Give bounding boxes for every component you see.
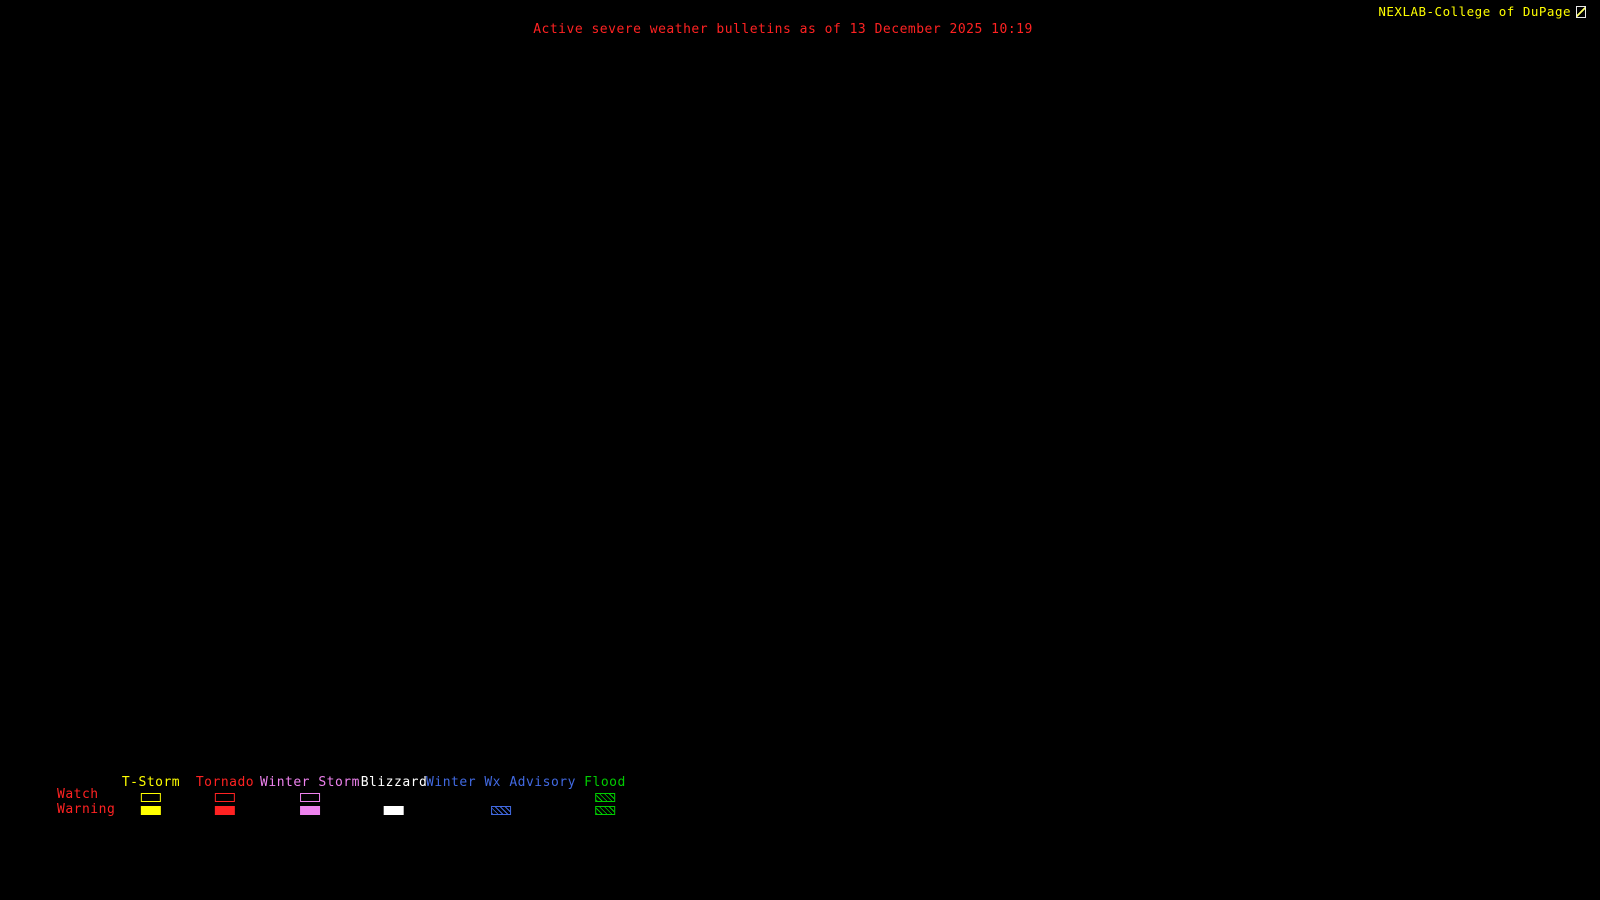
legend-column-flood: Flood (584, 776, 626, 815)
brand-text: NEXLAB-College of DuPage (1378, 4, 1571, 19)
legend-column-tstorm: T-Storm (122, 776, 180, 815)
nexlab-logo-icon (1576, 5, 1586, 18)
legend-label-winter-storm: Winter Storm (260, 775, 360, 790)
warning-swatch-winter-storm (299, 806, 320, 815)
map-title: Active severe weather bulletins as of 13… (533, 22, 1033, 37)
legend-row-label-watch: Watch (57, 787, 99, 802)
watch-swatch-flood (594, 793, 615, 802)
legend-column-tornado: Tornado (196, 776, 254, 815)
legend-label-tstorm: T-Storm (121, 775, 181, 790)
warning-swatch-tstorm (140, 806, 161, 815)
legend-label-winter-wx-advisory: Winter Wx Advisory (426, 775, 576, 790)
legend-label-tornado: Tornado (195, 775, 255, 790)
warning-swatch-blizzard (384, 806, 404, 815)
legend-column-winter-storm: Winter Storm (260, 776, 360, 815)
watch-swatch-tornado (214, 793, 235, 802)
legend-column-winter-wx-advisory: Winter Wx Advisory (426, 776, 576, 815)
legend-column-blizzard: Blizzard (361, 776, 428, 815)
watch-swatch-winter-storm (299, 793, 320, 802)
legend-row-label-warning: Warning (57, 802, 116, 817)
legend-label-flood: Flood (584, 775, 626, 790)
warning-swatch-winter-wx-advisory (490, 806, 511, 815)
watch-swatch-tstorm (140, 793, 161, 802)
legend-label-blizzard: Blizzard (360, 775, 428, 790)
warning-swatch-flood (594, 806, 615, 815)
brand: NEXLAB-College of DuPage (1378, 4, 1586, 19)
warning-swatch-tornado (214, 806, 235, 815)
